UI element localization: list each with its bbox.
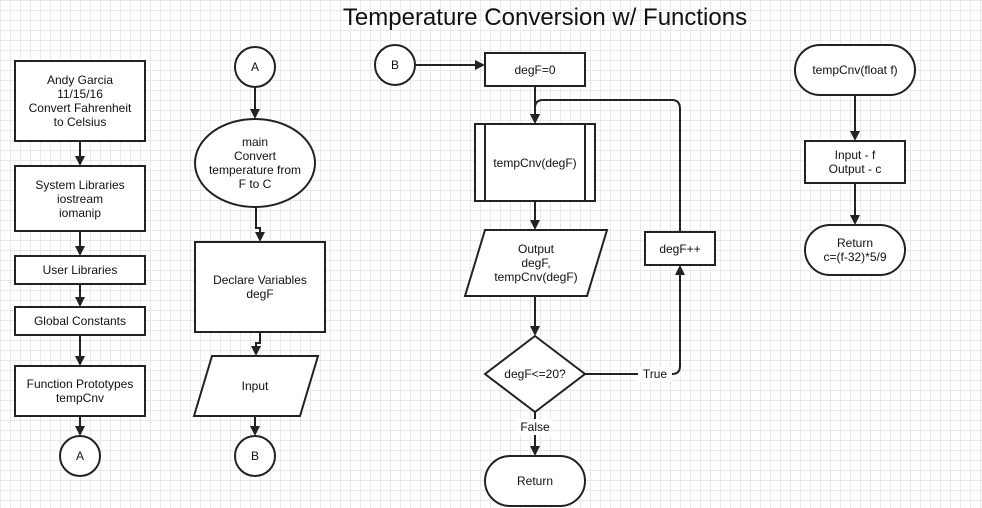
header-text: Andy Garcia 11/15/16 Convert Fahrenheit …: [28, 73, 132, 129]
io-text: Input - f Output - c: [828, 148, 882, 176]
input-parallelogram[interactable]: [192, 355, 320, 417]
connector-a-out[interactable]: [59, 435, 101, 477]
input-text: Input: [241, 379, 269, 393]
diagram-title: Temperature Conversion w/ Functions: [342, 4, 748, 31]
header-box[interactable]: [14, 60, 146, 142]
call-process-box[interactable]: [474, 123, 596, 202]
main-text: main Convert temperature from F to C: [208, 135, 302, 191]
system-libraries-text: System Libraries iostream iomanip: [35, 177, 125, 220]
false-label: False: [517, 419, 553, 435]
global-constants-text: Global Constants: [33, 314, 127, 328]
increment-box[interactable]: [644, 231, 716, 266]
connector-a-out-label: A: [75, 449, 84, 463]
connector-b-in-label: B: [390, 58, 399, 72]
declare-variables-text: Declare Variables degF: [213, 273, 307, 301]
return-terminator[interactable]: [484, 455, 586, 507]
connector-a-in-label: A: [250, 60, 259, 74]
function-prototypes-text: Function Prototypes tempCnv: [26, 377, 134, 405]
user-libraries-text: User Libraries: [42, 263, 118, 277]
decision-text: degF<=20?: [504, 367, 566, 381]
function-text: tempCnv(float f): [812, 63, 898, 77]
increment-text: degF++: [659, 241, 701, 256]
output-text: Output degF, tempCnv(degF): [494, 242, 578, 284]
system-libraries-box[interactable]: [14, 165, 146, 232]
connector-b-out[interactable]: [234, 435, 276, 477]
true-label: True: [638, 366, 672, 382]
init-text: degF=0: [514, 62, 556, 77]
function-return-terminator[interactable]: [804, 224, 906, 276]
init-box[interactable]: [484, 52, 586, 87]
return-text: Return: [516, 474, 554, 488]
output-parallelogram[interactable]: [463, 229, 609, 297]
function-return-text: Return c=(f-32)*5/9: [823, 236, 887, 264]
call-process-text: tempCnv(degF): [493, 155, 577, 170]
user-libraries-box[interactable]: [14, 255, 146, 285]
connector-b-out-label: B: [250, 449, 259, 463]
